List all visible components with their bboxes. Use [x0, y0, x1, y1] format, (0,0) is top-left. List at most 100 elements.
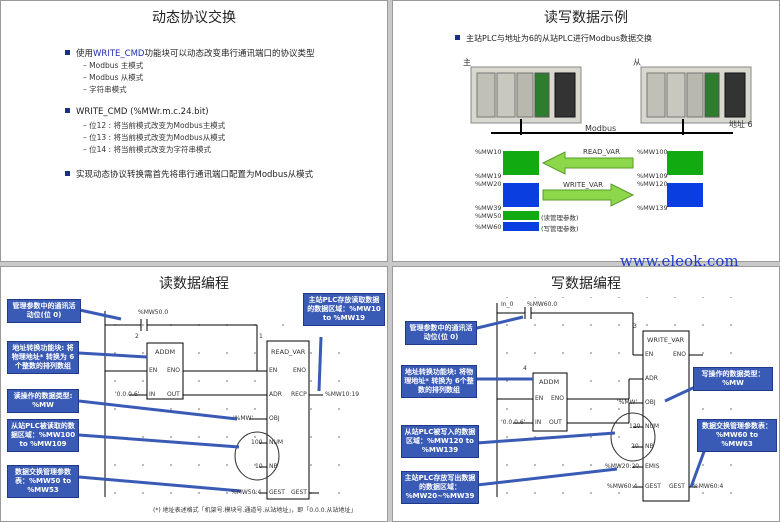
address-label: 地址 6	[729, 120, 753, 129]
sub-item: – Modbus 主模式	[83, 61, 144, 70]
nb-value: 20	[631, 443, 639, 450]
bullet-exchange: 主站PLC与地址为6的从站PLC进行Modbus数据交换	[455, 33, 652, 44]
pin-label: EN	[645, 351, 654, 358]
bullet-write-cmd: 使用WRITE_CMD功能块可以动态改变串行通讯端口的协议类型	[65, 47, 314, 59]
callout-data-type: 写操作的数据类型：%MW	[693, 367, 773, 391]
pin-label: ENO	[673, 351, 687, 358]
pin-label: ADR	[269, 391, 282, 398]
watermark: www.eleok.com	[620, 252, 739, 270]
callout-arrow	[476, 467, 618, 487]
obj-value: '%MW'	[617, 399, 638, 406]
rung-number: 4	[523, 365, 527, 372]
reg-label: %MW60	[475, 223, 502, 231]
callout-addm: 地址转换功能块: 将物理地址* 转换为 6个整数的排列数组	[401, 365, 477, 398]
pin-label: EMIS	[645, 463, 660, 470]
sub-item: – 字符串模式	[83, 85, 127, 94]
read-var-label: READ_VAR	[583, 148, 620, 156]
bullet-write-cmd-bits: WRITE_CMD (%MWr.m.c.24.bit)	[65, 107, 209, 117]
contact-label: %MW50.0	[138, 309, 169, 316]
gest-value: %MW50:4	[231, 489, 262, 496]
callout-addm: 地址转换功能块: 将物理地址* 转换为 6个整数的排列数组	[7, 341, 79, 374]
slide-title: 读数据编程	[159, 276, 229, 292]
callout-master-area: 主站PLC存放读取数据的数据区域：%MW10 to %MW19	[303, 293, 385, 326]
callout-arrow	[476, 431, 616, 445]
reg-label: %MW50	[475, 212, 502, 220]
read-ladder-diagram	[74, 305, 351, 501]
write-ladder-diagram	[472, 297, 749, 502]
slide-title: 写数据编程	[551, 276, 621, 292]
write-var-label: WRITE_VAR	[563, 181, 604, 189]
reg-label: %MW109	[637, 172, 668, 180]
contact-label: In_0	[501, 301, 514, 308]
callout-comm-bit: 管理参数中的通讯活动位(位 0)	[7, 299, 81, 323]
sub-item: – 位13 : 将当前模式改变为Modbus从模式	[83, 133, 226, 142]
callout-mgmt-table: 数据交换管理参数表：%MW50 to %MW53	[7, 465, 79, 498]
mgmt-read-label: (读管理参数)	[541, 214, 579, 222]
sub-item: – 位12 : 将当前模式改变为Modbus主模式	[83, 121, 226, 130]
pin-label: ENO	[293, 367, 307, 374]
callout-slave-area: 从站PLC被读取的数据区域：%MW100 to %MW109	[7, 419, 79, 452]
sub-item: – 位14 : 将当前模式改变为字符串模式	[83, 145, 211, 154]
pin-label: EN	[149, 367, 158, 374]
mw60-block	[503, 222, 539, 231]
gest-value: %MW60:4	[693, 483, 724, 490]
pin-label: GEST	[269, 489, 285, 496]
reg-label: %MW39	[475, 204, 502, 212]
sub-item: – Modbus 从模式	[83, 73, 144, 82]
reg-label: %MW120	[637, 180, 668, 188]
read-var-block	[266, 340, 310, 500]
reg-label: %MW19	[475, 172, 502, 180]
pin-label: OBJ	[645, 399, 656, 406]
pin-label: GEST	[669, 483, 685, 490]
pin-label: ENO	[167, 367, 181, 374]
pin-label: EN	[269, 367, 278, 374]
rung-number: 2	[135, 333, 139, 340]
reg-label: %MW100	[637, 148, 668, 156]
callout-arrow	[472, 315, 524, 331]
num-nb-highlight	[610, 412, 656, 462]
slide-write-programming: 写数据编程	[392, 266, 780, 522]
pin-label: OBJ	[269, 415, 280, 422]
callout-arrow	[689, 448, 707, 488]
reg-label: %MW10	[475, 148, 502, 156]
exchange-diagram	[470, 66, 752, 231]
slide-read-programming: 读数据编程 %MW50.0	[0, 266, 388, 522]
mw10-block	[503, 151, 539, 175]
pin-label: IN	[535, 419, 542, 426]
slave-plc-image	[640, 66, 752, 124]
read-var-label: READ_VAR	[271, 348, 306, 356]
read-arrow	[541, 151, 634, 175]
write-var-label: WRITE_VAR	[647, 336, 685, 344]
bullet-config: 实现动态协议转换需首先将串行通讯端口配置为Modbus从模式	[65, 168, 313, 180]
pin-label: OUT	[167, 391, 180, 398]
rung-number: 3	[633, 323, 637, 330]
callout-mgmt-table: 数据交换管理参数表：%MW60 to %MW63	[697, 419, 777, 452]
mw100-block	[667, 151, 703, 175]
reg-label: %MW20	[475, 180, 502, 188]
pin-label: IN	[149, 391, 156, 398]
recp-value: %MW10:19	[325, 391, 360, 398]
mgmt-write-label: (写管理参数)	[541, 225, 579, 233]
pin-label: ENO	[551, 395, 565, 402]
callout-comm-bit: 管理参数中的通讯活动位(位 0)	[405, 321, 477, 345]
callout-data-type: 读操作的数据类型: %MW	[7, 389, 79, 413]
callout-arrow	[317, 336, 323, 392]
master-label: 主	[463, 58, 471, 67]
addm-label: ADDM	[539, 378, 560, 386]
slide-read-write-example: 读写数据示例 主站PLC与地址为6的从站PLC进行Modbus数据交换	[392, 0, 780, 262]
num-nb-highlight	[234, 431, 280, 481]
address-footnote: (*) 地址表述格式「机架号.模块号.通道号.从站地址」，即「0.0.0.从站地…	[153, 507, 357, 514]
mw120-block	[667, 183, 703, 207]
pin-label: EN	[535, 395, 544, 402]
contact-label: %MW60.0	[527, 301, 558, 308]
pin-label: GEST	[645, 483, 661, 490]
callout-arrow	[78, 475, 242, 493]
callout-arrow	[78, 351, 148, 359]
reg-label: %MW139	[637, 204, 668, 212]
pin-label: NUM	[645, 423, 660, 430]
pin-label: ADR	[645, 375, 658, 382]
address-string: '0.0.0.6'	[501, 419, 526, 426]
obj-value: '%MW'	[233, 415, 254, 422]
nb-value: 10	[255, 463, 263, 470]
pin-label: NB	[645, 443, 654, 450]
